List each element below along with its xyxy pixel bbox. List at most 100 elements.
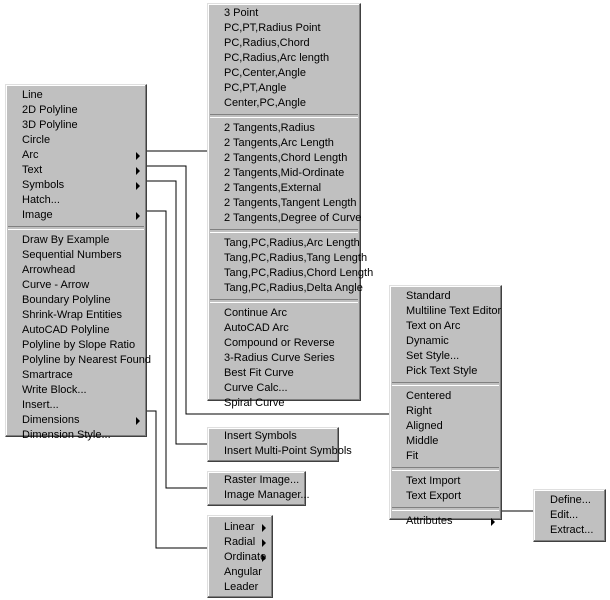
menu-item-2-tangents-external[interactable]: 2 Tangents,External	[208, 181, 360, 196]
submenu-arrow-icon	[136, 212, 140, 220]
menu-item-2-tangents-radius[interactable]: 2 Tangents,Radius	[208, 121, 360, 136]
menu-item-insert-multi-point-symbols[interactable]: Insert Multi-Point Symbols	[208, 444, 352, 459]
menu-item-centered[interactable]: Centered	[390, 389, 501, 404]
menu-item-best-fit-curve[interactable]: Best Fit Curve	[208, 366, 360, 381]
menu-item-label: Curve - Arrow	[22, 279, 90, 291]
menu-item-text-export[interactable]: Text Export	[390, 489, 501, 504]
menu-item-label: Boundary Polyline	[22, 294, 111, 306]
menu-item-extract[interactable]: Extract...	[534, 523, 605, 538]
menu-item-label: Standard	[406, 290, 451, 302]
menu-item-polyline-by-nearest-found[interactable]: Polyline by Nearest Found	[6, 353, 151, 368]
menu-item-label: 3D Polyline	[22, 119, 78, 131]
menu-item-standard[interactable]: Standard	[390, 289, 501, 304]
menu-item-curve-arrow[interactable]: Curve - Arrow	[6, 278, 146, 293]
menu-item-text[interactable]: Text	[6, 163, 146, 178]
menu-item-text-on-arc[interactable]: Text on Arc	[390, 319, 501, 334]
menu-item-shrink-wrap-entities[interactable]: Shrink-Wrap Entities	[6, 308, 146, 323]
menu-item-sequential-numbers[interactable]: Sequential Numbers	[6, 248, 146, 263]
menu-item-2-tangents-chord-length[interactable]: 2 Tangents,Chord Length	[208, 151, 360, 166]
menu-item-curve-calc[interactable]: Curve Calc...	[208, 381, 360, 396]
menu-item-middle[interactable]: Middle	[390, 434, 501, 449]
attributes-submenu: Define...Edit...Extract...	[533, 489, 606, 542]
menu-item-label: Arc	[22, 149, 39, 161]
menu-item-label: PC,Radius,Arc length	[224, 52, 330, 64]
menu-item-line[interactable]: Line	[6, 88, 146, 103]
menu-item-set-style[interactable]: Set Style...	[390, 349, 501, 364]
menu-item-pc-radius-arc-length[interactable]: PC,Radius,Arc length	[208, 51, 360, 66]
menu-item-symbols[interactable]: Symbols	[6, 178, 146, 193]
menu-item-2-tangents-mid-ordinate[interactable]: 2 Tangents,Mid-Ordinate	[208, 166, 360, 181]
menu-item-pc-center-angle[interactable]: PC,Center,Angle	[208, 66, 360, 81]
menu-item-attributes[interactable]: Attributes	[390, 514, 501, 529]
menu-item-dynamic[interactable]: Dynamic	[390, 334, 501, 349]
menu-item-tang-pc-radius-arc-length[interactable]: Tang,PC,Radius,Arc Length	[208, 236, 360, 251]
menu-item-insert[interactable]: Insert...	[6, 398, 146, 413]
menu-item-arc[interactable]: Arc	[6, 148, 146, 163]
menu-item-define[interactable]: Define...	[534, 493, 605, 508]
menu-item-2d-polyline[interactable]: 2D Polyline	[6, 103, 146, 118]
menu-item-fit[interactable]: Fit	[390, 449, 501, 464]
menu-item-multiline-text-editor[interactable]: Multiline Text Editor	[390, 304, 501, 319]
menu-item-image-manager[interactable]: Image Manager...	[208, 488, 310, 503]
menu-item-label: Center,PC,Angle	[224, 97, 306, 109]
menu-item-label: Tang,PC,Radius,Arc Length	[224, 237, 360, 249]
menu-item-ordinate[interactable]: Ordinate	[208, 550, 272, 565]
menu-item-center-pc-angle[interactable]: Center,PC,Angle	[208, 96, 360, 111]
menu-item-pick-text-style[interactable]: Pick Text Style	[390, 364, 501, 379]
menu-item-raster-image[interactable]: Raster Image...	[208, 473, 305, 488]
menu-item-compound-or-reverse[interactable]: Compound or Reverse	[208, 336, 360, 351]
menu-item-2-tangents-arc-length[interactable]: 2 Tangents,Arc Length	[208, 136, 360, 151]
menu-item-label: Aligned	[406, 420, 443, 432]
menu-item-label: PC,Radius,Chord	[224, 37, 310, 49]
menu-item-label: Hatch...	[22, 194, 60, 206]
menu-item-pc-pt-angle[interactable]: PC,PT,Angle	[208, 81, 360, 96]
menu-item-label: Set Style...	[406, 350, 460, 362]
menu-item-2-tangents-tangent-length[interactable]: 2 Tangents,Tangent Length	[208, 196, 360, 211]
menu-item-draw-by-example[interactable]: Draw By Example	[6, 233, 146, 248]
menu-item-2-tangents-degree-of-curve[interactable]: 2 Tangents,Degree of Curve	[208, 211, 361, 226]
menu-item-label: Fit	[406, 450, 419, 462]
menu-item-circle[interactable]: Circle	[6, 133, 146, 148]
menu-item-text-import[interactable]: Text Import	[390, 474, 501, 489]
menu-item-dimension-style[interactable]: Dimension Style...	[6, 428, 146, 443]
menu-item-boundary-polyline[interactable]: Boundary Polyline	[6, 293, 146, 308]
menu-item-label: 3-Radius Curve Series	[224, 352, 335, 364]
menu-item-3-point[interactable]: 3 Point	[208, 6, 360, 21]
menu-item-label: Leader	[224, 581, 259, 593]
menu-item-arrowhead[interactable]: Arrowhead	[6, 263, 146, 278]
menu-item-dimensions[interactable]: Dimensions	[6, 413, 146, 428]
menu-item-write-block[interactable]: Write Block...	[6, 383, 146, 398]
menu-item-angular[interactable]: Angular	[208, 565, 272, 580]
menu-item-autocad-polyline[interactable]: AutoCAD Polyline	[6, 323, 146, 338]
menu-item-image[interactable]: Image	[6, 208, 146, 223]
menu-item-spiral-curve[interactable]: Spiral Curve	[208, 396, 360, 411]
menu-item-label: 2 Tangents,Radius	[224, 122, 315, 134]
menu-item-3d-polyline[interactable]: 3D Polyline	[6, 118, 146, 133]
menu-item-aligned[interactable]: Aligned	[390, 419, 501, 434]
menu-item-label: Attributes	[406, 515, 453, 527]
menu-item-edit[interactable]: Edit...	[534, 508, 605, 523]
menu-item-insert-symbols[interactable]: Insert Symbols	[208, 429, 338, 444]
submenu-arrow-icon	[262, 554, 266, 562]
menu-item-label: 2 Tangents,External	[224, 182, 322, 194]
image-submenu: Raster Image...Image Manager...	[207, 471, 310, 506]
menu-item-autocad-arc[interactable]: AutoCAD Arc	[208, 321, 360, 336]
menu-item-tang-pc-radius-delta-angle[interactable]: Tang,PC,Radius,Delta Angle	[208, 281, 363, 296]
menu-item-radial[interactable]: Radial	[208, 535, 272, 550]
menu-item-pc-radius-chord[interactable]: PC,Radius,Chord	[208, 36, 360, 51]
menu-item-polyline-by-slope-ratio[interactable]: Polyline by Slope Ratio	[6, 338, 146, 353]
menu-item-label: 2 Tangents,Arc Length	[224, 137, 334, 149]
menu-item-linear[interactable]: Linear	[208, 520, 272, 535]
menu-item-pc-pt-radius-point[interactable]: PC,PT,Radius Point	[208, 21, 360, 36]
menu-item-tang-pc-radius-tang-length[interactable]: Tang,PC,Radius,Tang Length	[208, 251, 367, 266]
menu-item-hatch[interactable]: Hatch...	[6, 193, 146, 208]
menu-separator	[392, 507, 499, 511]
menu-item-continue-arc[interactable]: Continue Arc	[208, 306, 360, 321]
menu-item-right[interactable]: Right	[390, 404, 501, 419]
menu-item-leader[interactable]: Leader	[208, 580, 272, 595]
menu-item-smartrace[interactable]: Smartrace	[6, 368, 146, 383]
connector-image	[147, 210, 207, 489]
menu-item-tang-pc-radius-chord-length[interactable]: Tang,PC,Radius,Chord Length	[208, 266, 373, 281]
menu-item-3-radius-curve-series[interactable]: 3-Radius Curve Series	[208, 351, 360, 366]
